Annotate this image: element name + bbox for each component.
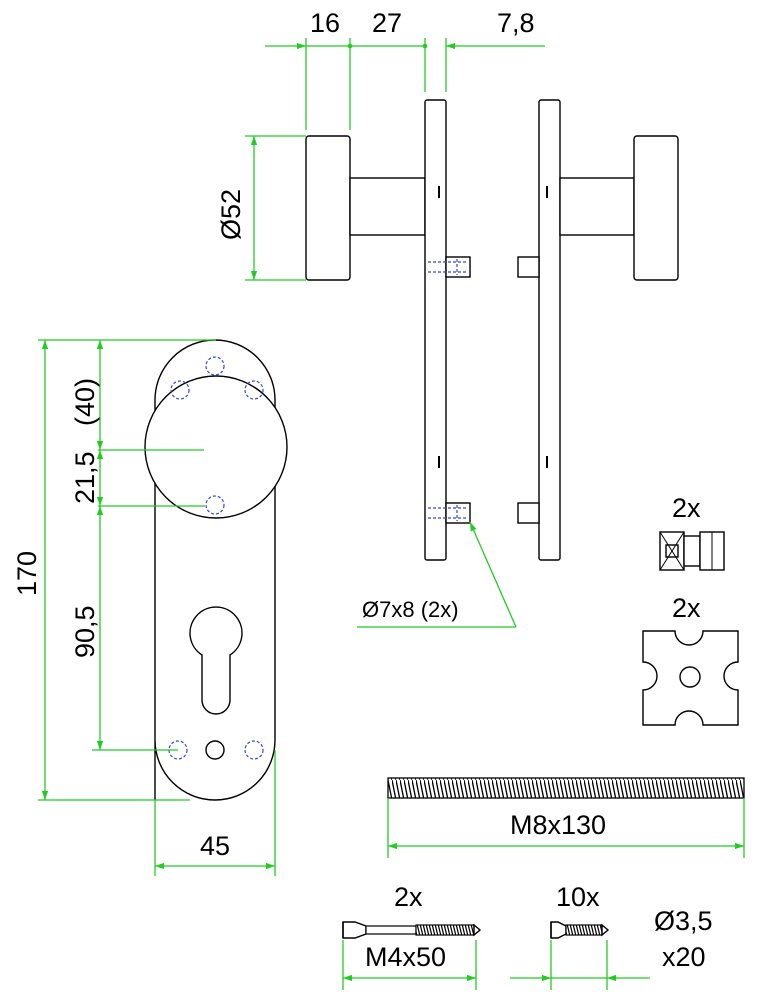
dim-21-5-label: 21,5 — [70, 451, 100, 504]
side-view-right — [517, 99, 679, 561]
spacer-qty-label: 2x — [672, 493, 701, 523]
dim-7-8-label: 7,8 — [497, 8, 535, 38]
knob-side-right — [633, 135, 679, 281]
knob-front — [144, 375, 288, 519]
dim-27-label: 27 — [372, 8, 402, 38]
dim-40-label: (40) — [70, 378, 100, 426]
diameter-52-dimension: Ø52 — [216, 135, 306, 281]
dim-45-label: 45 — [200, 831, 230, 861]
long-screw-qty-label: 2x — [394, 882, 423, 912]
long-screw-part: 2x M4x50 — [342, 882, 482, 990]
dim-90-5-label: 90,5 — [70, 605, 100, 658]
square-plate-part: 2x — [642, 593, 739, 726]
rod-size-label: M8x130 — [510, 810, 606, 840]
side-view-left — [305, 99, 471, 561]
backplate-side-left — [424, 99, 447, 561]
backplate-side-right — [538, 99, 561, 561]
front-view — [144, 339, 288, 801]
short-screw-dia-label: Ø3,5 — [654, 906, 713, 936]
knob-neck-left — [349, 177, 426, 236]
knob-side-left — [305, 135, 351, 281]
screw-holes-top — [170, 356, 264, 515]
dim-16-label: 16 — [310, 8, 340, 38]
keyhole-cutout — [189, 606, 243, 715]
short-screw-qty-label: 10x — [556, 882, 600, 912]
dim-dia-52-label: Ø52 — [216, 189, 246, 240]
threaded-rod-part: M8x130 — [387, 777, 745, 858]
knob-neck-right — [559, 177, 635, 236]
front-view-dimensions: 170 (40) 21,5 90,5 45 — [12, 339, 276, 876]
spacer-part: 2x — [659, 493, 725, 571]
short-screw-part: 10x Ø3,5 x20 — [510, 882, 713, 990]
dim-170-label: 170 — [12, 551, 42, 596]
threaded-rod — [387, 777, 745, 799]
plate-qty-label: 2x — [672, 593, 701, 623]
top-dimension-group: 16 27 7,8 — [265, 8, 545, 130]
screw-holes-bottom — [168, 740, 264, 760]
long-screw-size-label: M4x50 — [365, 942, 446, 972]
short-screw-len-label: x20 — [662, 942, 706, 972]
pin-diameter-label: Ø7x8 (2x) — [362, 597, 459, 622]
pin-diameter-leader: Ø7x8 (2x) — [357, 521, 517, 628]
